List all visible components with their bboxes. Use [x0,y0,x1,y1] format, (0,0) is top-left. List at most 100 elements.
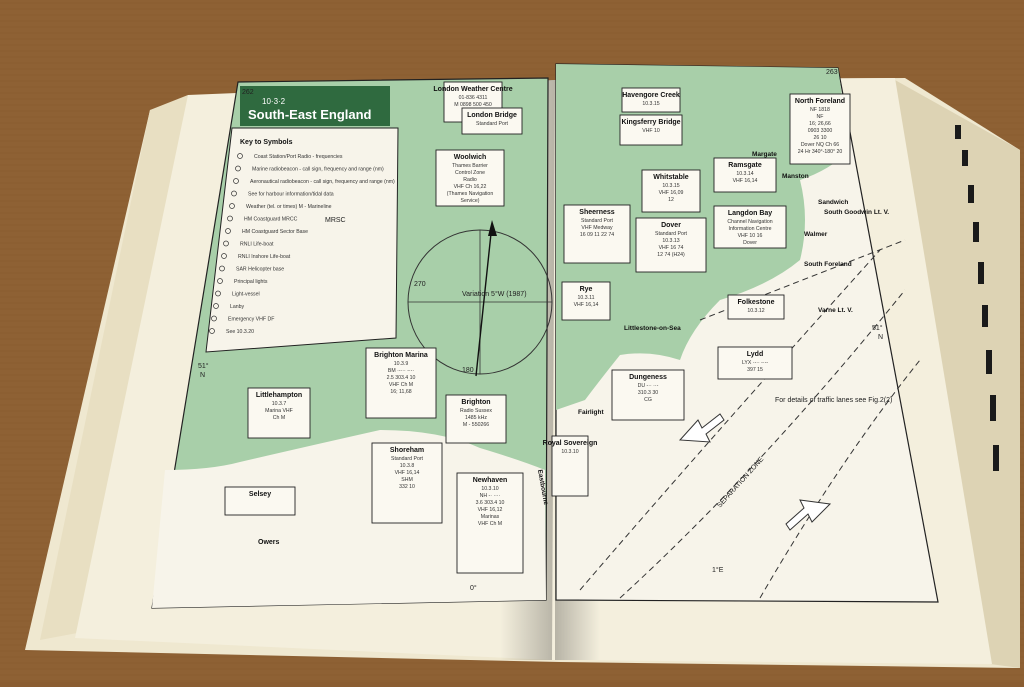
key-symbol-icon [211,315,217,322]
box-title: Brighton Marina [374,352,428,359]
key-symbol-icon [221,253,227,259]
traffic-arrow-ne [785,499,832,531]
box-title: Brighton [461,399,490,406]
key-heading: Key to Symbols [240,139,293,146]
box-line: VHF 16,14 [574,302,599,308]
key-item-9: SAR Helicopter base [236,267,284,273]
traffic-lanes [579,239,921,599]
box-title: Ramsgate [728,162,762,169]
box-line: Radio Sussex [460,408,492,414]
box-line: Radio [463,177,477,183]
box-title: Newhaven [473,477,508,484]
left-lat-n: N [200,372,205,379]
box-line: Ch M [273,415,285,421]
box-title: Shoreham [390,447,424,454]
box-title: Langdon Bay [728,210,772,217]
box-line: 10.3.15 [662,183,679,189]
box-title: Whitstable [653,174,688,181]
box-line: Service) [460,198,479,204]
box-line: Standard Port [655,231,688,237]
box-title: Royal Sovereign [543,440,598,447]
place-sandwich: Sandwich [818,199,848,206]
box-line: VHF 10 [642,128,660,134]
box-line: CG [644,397,652,403]
box-line: 3.6 303.4 10 [476,500,505,506]
box-line: 397 15 [747,367,763,373]
box-line: VHF Medway [581,225,613,231]
box-line: DU -·· ··- [638,383,659,389]
place-fairlight: Fairlight [578,409,604,416]
box-line: Control Zone [455,170,485,176]
key-item-3: See for harbour information/tidal data [248,192,334,198]
key-symbol-icon [227,215,233,222]
key-symbol-icon [213,303,219,309]
key-symbol-icon [223,240,229,247]
box-title: Rye [580,286,593,293]
key-symbol-icon [219,265,225,272]
box-line: 12 74 (H24) [657,252,685,258]
box-line: Standard Port [476,121,509,127]
box-line: NH -· ···· [480,493,501,499]
key-panel [205,127,399,353]
left-lat-label: 51° [198,362,209,370]
box-line: Marinas [481,514,500,520]
box-title: North Foreland [795,98,845,105]
right-long-label: 1°E [712,566,724,574]
key-symbol-icon [231,190,237,197]
key-mrsc: MRSC [325,217,346,224]
box-title: Dover [661,222,681,229]
box-line: 16; 11,68 [390,389,411,395]
key-item-13: Emergency VHF DF [228,317,274,323]
box-title: Folkestone [738,299,775,306]
right-page-stack [895,80,1020,668]
box-title: Lydd [747,351,763,358]
key-item-10: Principal lights [234,279,268,285]
box-line: VHF 16,14 [395,470,420,476]
key-symbol-icon [237,153,243,159]
box-line: Marina VHF [265,408,293,414]
key-item-0: Coast Station/Port Radio - frequencies [254,154,343,160]
key-symbol-icon [235,165,241,172]
box-line: 26 10 [814,135,827,141]
page-number-left: 262 [242,89,254,96]
box-line: VHF 16,14 [733,178,758,184]
box-line: 1485 kHz [465,415,487,421]
key-item-2: Aeronautical radiobeacon - call sign, fr… [250,179,395,185]
box-line: Information Centre [729,226,772,232]
key-item-6: HM Coastguard Sector Base [242,229,308,235]
box-line: 10.3.8 [400,463,415,469]
box-line: VHF 16 74 [659,245,684,251]
box-line: 16 09 11 22 74 [580,232,614,238]
place-littlestone: Littlestone-on-Sea [624,325,681,332]
box-line: 24 Hr 340°-180° 20 [798,149,843,155]
key-item-12: Lanby [230,304,245,310]
box-line: 10.3.11 [578,295,595,301]
box-line: 332 10 [399,484,415,490]
box-line: VHF 16,12 [478,507,503,513]
key-symbol-icon [209,328,215,334]
place-owers: Owers [258,539,280,546]
compass-270-label: 270 [414,281,426,288]
box-title: London Bridge [467,112,517,119]
box-title: Littlehampton [256,392,302,399]
box-title: Selsey [249,491,271,498]
place-manston: Manston [782,173,809,180]
traffic-note: For details of traffic lanes see Fig.2(2… [775,397,892,404]
page-number-right: 263 [826,69,838,76]
compass-180-label: 180 [462,367,474,374]
box-line: (Thames Navigation [447,191,494,197]
box-line: VHF Ch M [478,521,502,527]
key-item-4: Weather (tel. or times) M - Marineline [246,204,332,210]
thumb-index-tabs [955,125,999,471]
